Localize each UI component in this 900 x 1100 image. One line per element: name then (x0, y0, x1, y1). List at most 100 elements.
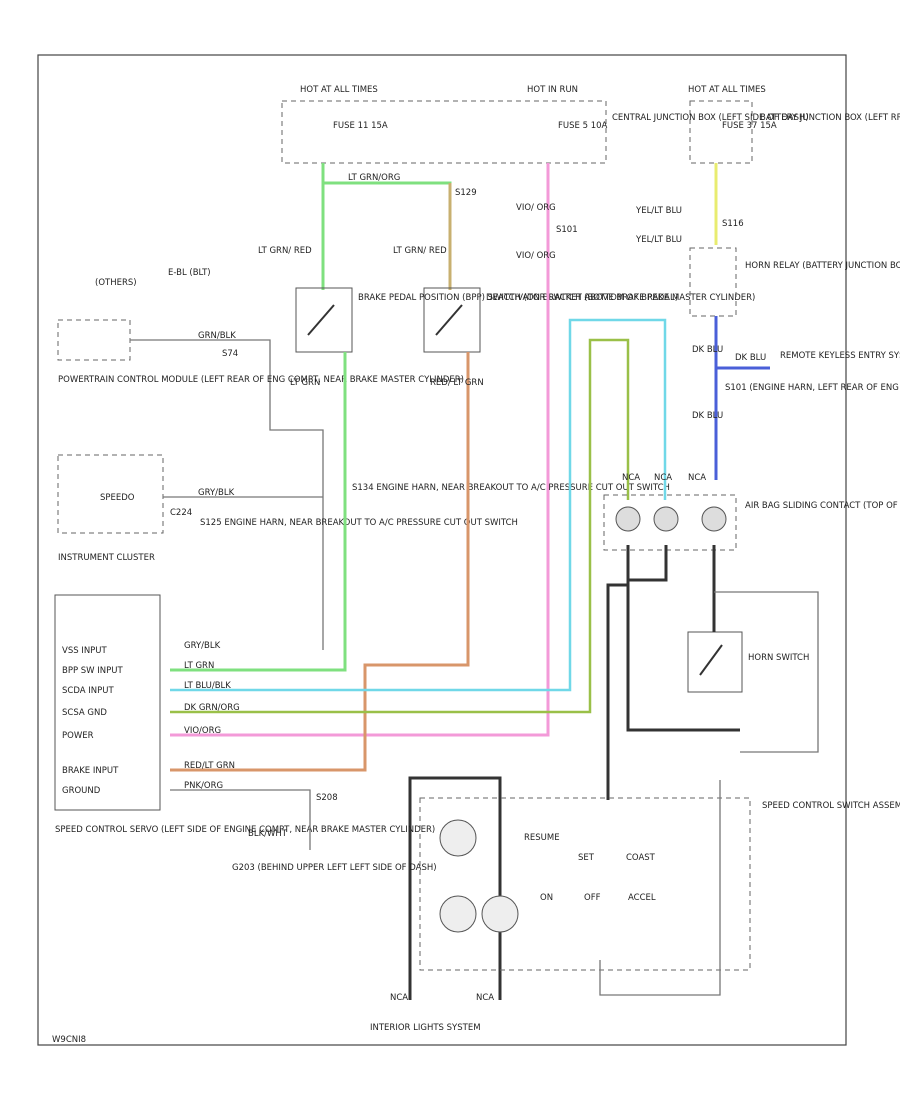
clockspring-2 (653, 506, 679, 532)
hot-label-2: HOT IN RUN (527, 85, 578, 95)
central-junction-box-label: CENTRAL JUNCTION BOX (LEFT SIDE OF DASH) (612, 113, 809, 123)
servo-pin-label: SCSA GND (62, 708, 107, 718)
others-label: (OTHERS) (95, 278, 137, 288)
rke-label: REMOTE KEYLESS ENTRY SYSTEM (780, 351, 900, 361)
servo-wire-label: GRY/BLK (184, 641, 221, 651)
wire-label-gry-blk: GRY/BLK (198, 488, 235, 498)
pcm-label: POWERTRAIN CONTROL MODULE (LEFT REAR OF … (58, 375, 464, 385)
bpp-switch-contact (307, 304, 335, 336)
wire-red-lt-grn (170, 352, 470, 772)
airbag-sliding-contact (603, 494, 737, 551)
wire-lt-grn (170, 352, 347, 672)
wire-label-vio-org-b: VIO/ ORG (516, 251, 556, 261)
servo-pin-label: POWER (62, 731, 94, 741)
bpp-switch (295, 287, 353, 353)
hot-label-1: HOT AT ALL TIMES (300, 85, 378, 95)
nca-label-3: NCA (688, 473, 706, 483)
wire-nca-2 (626, 545, 740, 732)
servo-wire-label: PNK/ORG (184, 781, 223, 791)
wire-label-dk-blu-3: DK BLU (692, 411, 723, 421)
resume-label: RESUME (524, 833, 560, 843)
fuse-label-2: FUSE 5 10A (558, 121, 608, 131)
servo-pin-label: GROUND (62, 786, 101, 796)
s125-label: S125 ENGINE HARN, NEAR BREAKOUT TO A/C P… (200, 518, 518, 528)
battery-junction-box (689, 100, 753, 164)
servo-wire-label: DK GRN/ORG (184, 703, 240, 713)
deactivator-switch (423, 287, 481, 353)
servo-wire-label: VIO/ORG (184, 726, 221, 736)
wire-label-dk-blu-1: DK BLU (692, 345, 723, 355)
servo-pin-label: VSS INPUT (62, 646, 108, 656)
on-label: ON (540, 893, 553, 903)
nca-label-1: NCA (622, 473, 640, 483)
deactivator-switch-label: DEACTIVATOR SWITCH (BOTTOM OF BRAKE MAST… (486, 293, 755, 303)
servo-pin-label: BRAKE INPUT (62, 766, 119, 776)
wire-label-lt-grn: LT GRN (290, 378, 320, 388)
speed-control-switch-assembly (419, 797, 751, 971)
horn-relay-label: HORN RELAY (BATTERY JUNCTION BOX) (745, 261, 900, 271)
wire-vio-org (170, 163, 550, 737)
servo-pin-label: BPP SW INPUT (62, 666, 123, 676)
horn-switch-label: HORN SWITCH (748, 653, 809, 663)
wire-label-vio-org: VIO/ ORG (516, 203, 556, 213)
wire-label-yel-lt-blu-2: YEL/LT BLU (635, 235, 682, 245)
servo-wire-label: RED/LT GRN (184, 761, 235, 771)
wire-label-red-lt-grn: RED/ LT GRN (430, 378, 484, 388)
fuse-label-3: FUSE 37 15A (722, 121, 777, 131)
horn-relay (689, 247, 737, 317)
lamp-2 (439, 895, 477, 933)
horn-switch-contact (699, 644, 723, 676)
horn-switch (687, 631, 743, 693)
nca-label-2: NCA (654, 473, 672, 483)
fuse-label-1: FUSE 11 15A (333, 121, 388, 131)
wire-label-lt-grn-red-2: LT GRN/ RED (393, 246, 447, 256)
nca-label-5: NCA (476, 993, 494, 1003)
splice-s208: S208 (316, 793, 338, 803)
speed-control-servo (54, 594, 161, 811)
cluster-label: INSTRUMENT CLUSTER (58, 553, 155, 563)
hot-label-3: HOT AT ALL TIMES (688, 85, 766, 95)
wire-label-blk-wht: BLK/WHT (248, 829, 288, 839)
sc-switch-label: SPEED CONTROL SWITCH ASSEMBLY (TOP OF ST… (762, 801, 900, 811)
wire-label-lt-grn-red-1: LT GRN/ RED (258, 246, 312, 256)
g203-label: G203 (BEHIND UPPER LEFT LEFT SIDE OF DAS… (232, 863, 437, 873)
splice-s116: S116 (722, 219, 744, 229)
bpp-switch-label: BRAKE PEDAL POSITION (BPP) SWITCH (ON BR… (358, 293, 678, 303)
wire-label-grn-blk: GRN/BLK (198, 331, 236, 341)
splice-s101: S101 (556, 225, 578, 235)
lamp-1 (439, 819, 477, 857)
s101-desc-label: S101 (ENGINE HARN, LEFT REAR OF ENG COMP… (725, 383, 900, 393)
clockspring-3 (701, 506, 727, 532)
servo-wire-label: LT BLU/BLK (184, 681, 231, 691)
airbag-label: AIR BAG SLIDING CONTACT (TOP OF STEERING… (745, 501, 900, 511)
central-junction-box (281, 100, 607, 164)
wire-horn-loop (714, 591, 819, 753)
wire-label-lt-grn-org: LT GRN/ORG (348, 173, 400, 183)
servo-label: SPEED CONTROL SERVO (LEFT SIDE OF ENGINE… (55, 825, 435, 835)
s134-label: S134 ENGINE HARN, NEAR BREAKOUT TO A/C P… (352, 483, 670, 493)
interior-lights-label: INTERIOR LIGHTS SYSTEM (370, 1023, 481, 1033)
pcm-box (57, 319, 131, 361)
coast-label: COAST (626, 853, 656, 863)
wire-nca-4 (408, 776, 502, 1000)
diagram-frame (37, 54, 847, 1046)
off-label: OFF (584, 893, 601, 903)
speedo-label: SPEEDO (100, 493, 135, 503)
set-label: SET (578, 853, 595, 863)
wire-nca-1 (606, 545, 630, 800)
lamp-3 (481, 895, 519, 933)
wire-grn-blk-pcm (130, 339, 324, 650)
wire-label-yel-lt-blu-1: YEL/LT BLU (635, 206, 682, 216)
wire-label-dk-blu-2: DK BLU (735, 353, 766, 363)
servo-wire-label: LT GRN (184, 661, 214, 671)
nca-label-4: NCA (390, 993, 408, 1003)
instrument-cluster-box (57, 454, 164, 534)
clockspring-1 (615, 506, 641, 532)
battery-junction-box-label: BATTERY JUNCTION BOX (LEFT RR OF ENG COM… (760, 113, 900, 123)
wire-dk-grn-org (170, 338, 630, 714)
footer-code: W9CNI8 (52, 1035, 86, 1045)
dbl-label: E-BL (BLT) (168, 268, 211, 278)
splice-s129: S129 (455, 188, 477, 198)
